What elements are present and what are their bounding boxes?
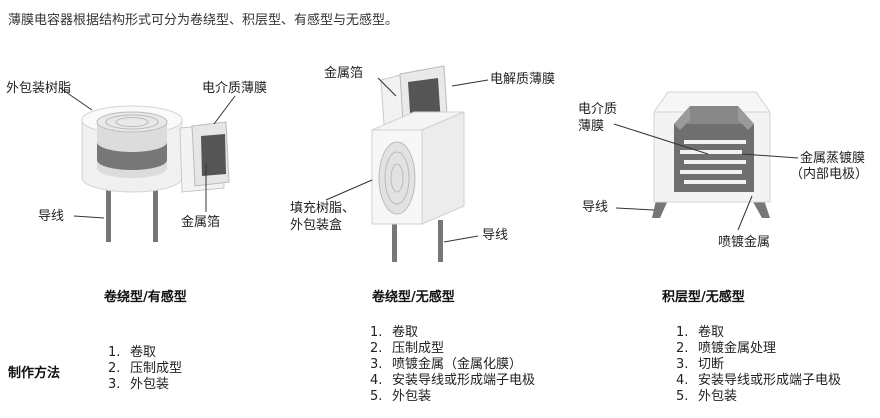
label-dielectric-2: 薄膜 xyxy=(578,119,605,134)
intro-text: 薄膜电容器根据结构形式可分为卷绕型、积层型、有感型与无感型。 xyxy=(8,13,399,28)
step-item: 1.卷取 xyxy=(370,325,419,340)
label-outer-resin: 外包装树脂 xyxy=(6,81,72,96)
method-label: 制作方法 xyxy=(8,366,61,381)
label-metal-foil: 金属箔 xyxy=(181,215,221,230)
step-item: 3.切断 xyxy=(676,357,725,372)
step-item: 5.外包装 xyxy=(370,389,432,404)
label-outer-case: 外包装盒 xyxy=(290,218,343,233)
label-sprayed-metal: 喷镀金属 xyxy=(718,235,771,250)
method-steps-2: 1.卷取 2.压制成型 3.喷镀金属（金属化膜） 4.安装导线或形成端子电极 5… xyxy=(370,325,535,405)
diagram-2-graphic xyxy=(325,65,489,262)
method-steps-3: 1.卷取 2.喷镀金属处理 3.切断 4.安装导线或形成端子电极 5.外包装 xyxy=(676,325,841,405)
step-item: 3.外包装 xyxy=(108,377,170,392)
step-item: 4.安装导线或形成端子电极 xyxy=(676,373,842,388)
label-metal-foil-2: 金属箔 xyxy=(324,66,364,81)
title-laminated-noninductive: 积层型/无感型 xyxy=(662,290,745,305)
label-electrolyte-film: 电解质薄膜 xyxy=(490,72,556,87)
step-item: 1.卷取 xyxy=(676,325,725,340)
step-item: 3.喷镀金属（金属化膜） xyxy=(370,357,523,372)
step-item: 2.压制成型 xyxy=(370,341,445,356)
label-dielectric-film: 电介质薄膜 xyxy=(202,81,268,96)
step-item: 4.安装导线或形成端子电极 xyxy=(370,373,536,388)
title-wound-noninductive: 卷绕型/无感型 xyxy=(372,290,455,305)
title-wound-inductive: 卷绕型/有感型 xyxy=(104,290,187,305)
label-lead-3: 导线 xyxy=(582,200,609,215)
diagram-1-graphic xyxy=(59,87,236,242)
label-electrode-film: 金属蒸镀膜 xyxy=(800,151,866,166)
method-steps-1: 1.卷取 2.压制成型 3.外包装 xyxy=(108,345,182,393)
step-item: 2.喷镀金属处理 xyxy=(676,341,777,356)
step-item: 2.压制成型 xyxy=(108,361,183,376)
label-lead: 导线 xyxy=(38,209,65,224)
step-item: 5.外包装 xyxy=(676,389,738,404)
label-dielectric-1: 电介质 xyxy=(578,102,618,117)
label-lead-2: 导线 xyxy=(482,228,509,243)
diagram-3-graphic xyxy=(613,91,799,231)
label-internal-electrode: （内部电极） xyxy=(790,167,869,182)
label-fill-resin: 填充树脂、 xyxy=(290,201,356,216)
step-item: 1.卷取 xyxy=(108,345,157,360)
